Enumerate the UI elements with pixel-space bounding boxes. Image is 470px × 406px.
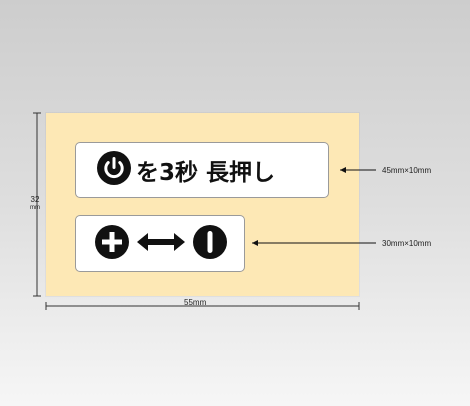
power-icon — [96, 150, 132, 190]
size-label-large: 45mm×10mm — [382, 166, 432, 175]
hold-instruction-text: を3秒 長押し — [136, 160, 276, 186]
leader-arrowhead-small — [252, 240, 258, 246]
leader-arrowhead-large — [340, 167, 346, 173]
label-hold-power: を3秒 長押し — [75, 142, 329, 198]
sheet-width-label: 55mm — [184, 298, 207, 307]
size-label-small: 30mm×10mm — [382, 239, 432, 248]
double-arrow-icon — [136, 230, 186, 258]
sheet-height-unit: mm — [30, 205, 40, 211]
plus-icon — [94, 224, 130, 264]
on-icon — [192, 224, 228, 264]
label-plus-on — [75, 215, 245, 272]
sheet-height-label: 32 mm — [28, 196, 42, 212]
sheet-height-value: 32 — [30, 195, 40, 204]
